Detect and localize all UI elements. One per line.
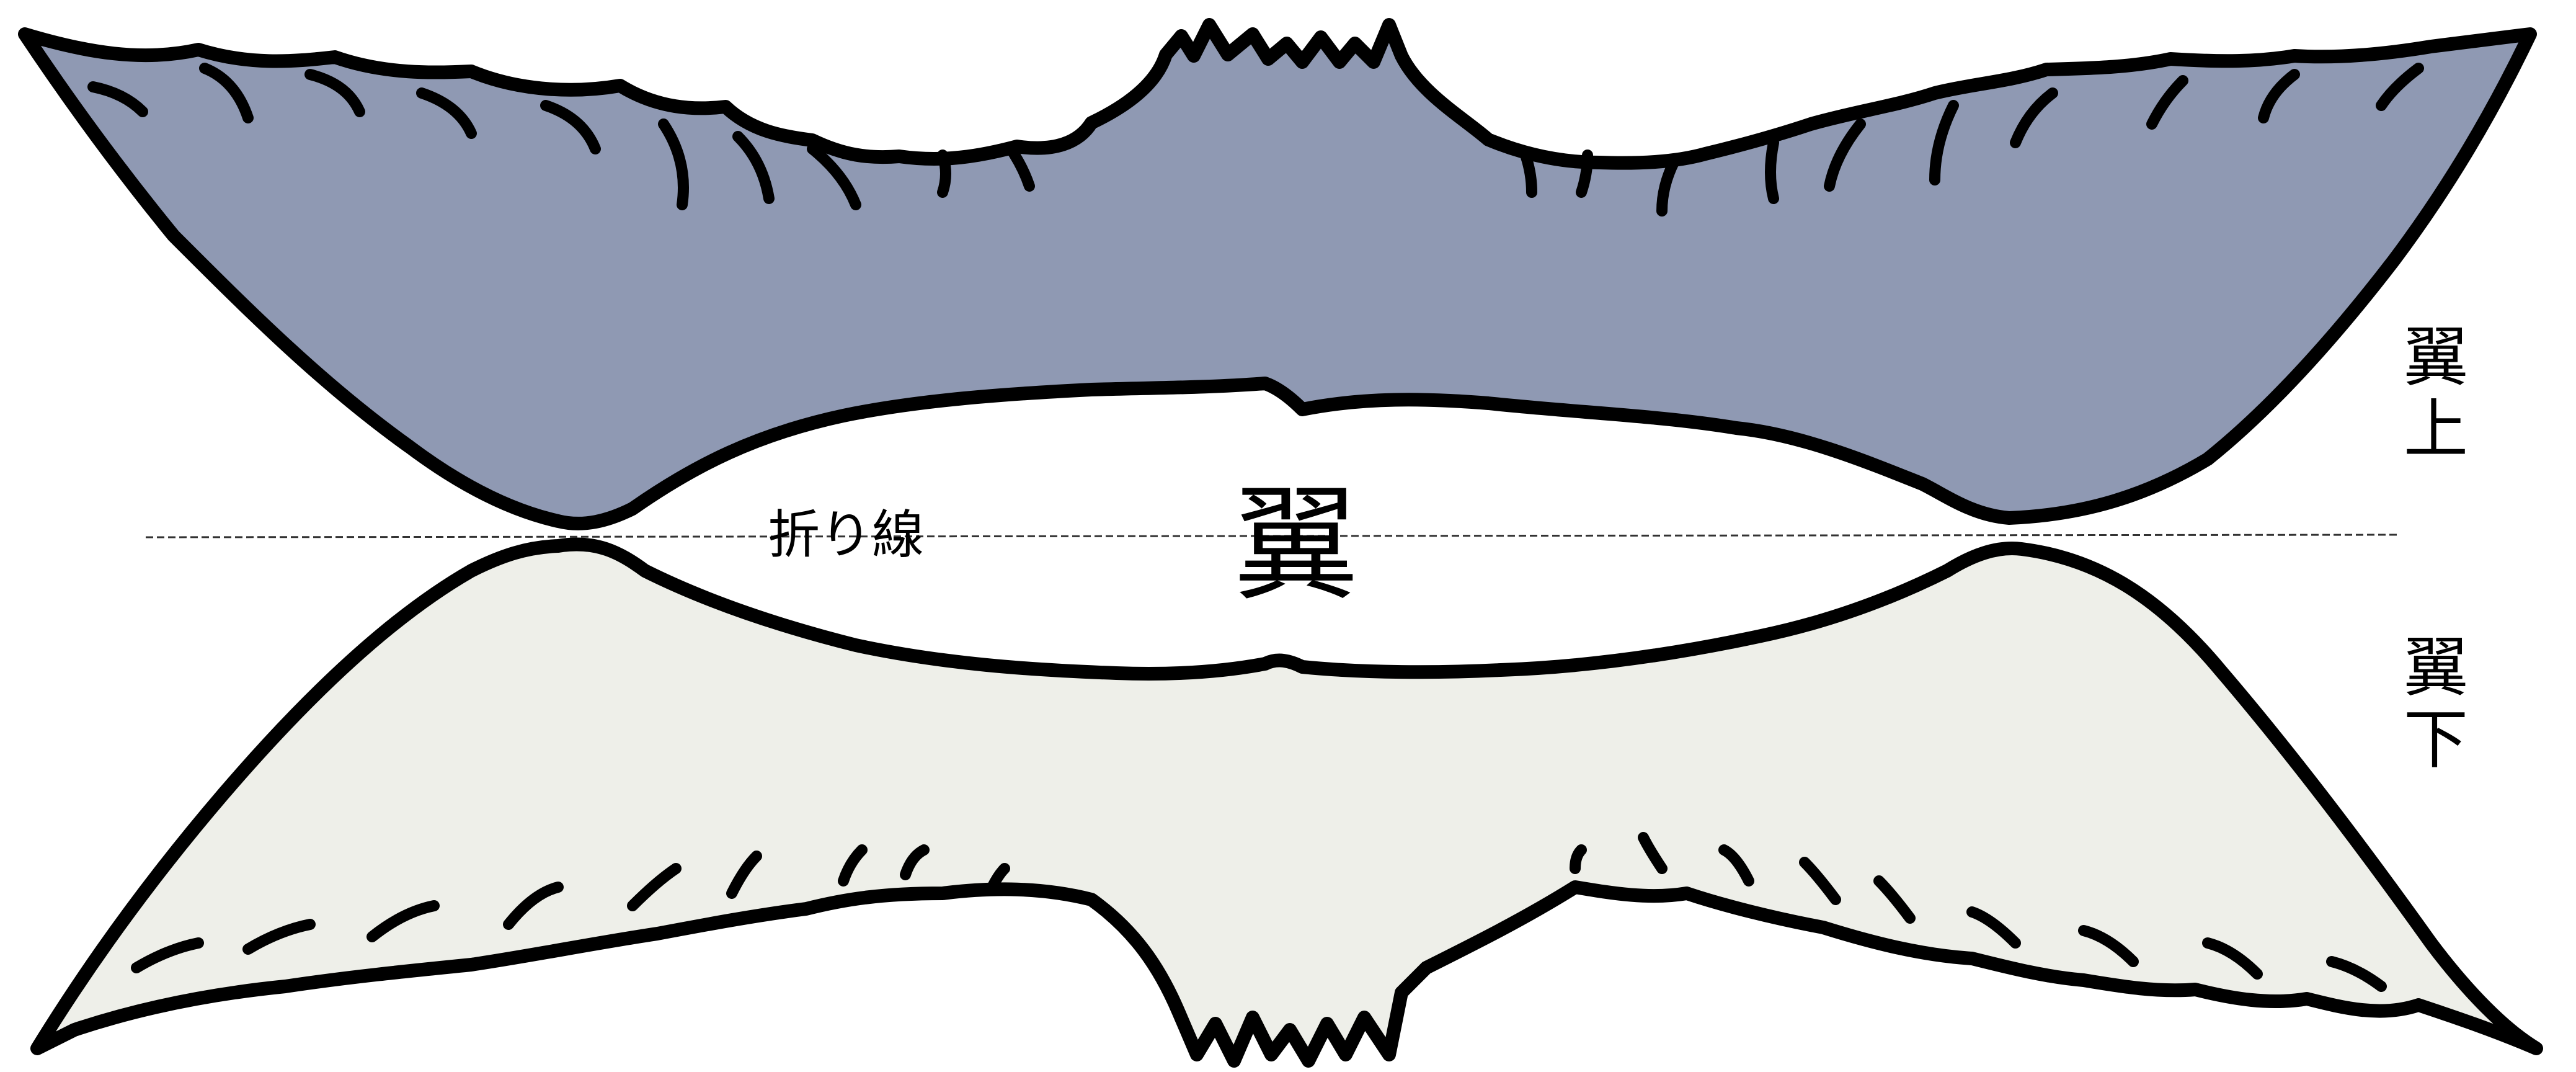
lower-wing: [30, 537, 2543, 1068]
lower-wing-label: 翼 下: [2399, 632, 2473, 776]
fold-line: [145, 534, 2401, 538]
lower-wing-label-char-1: 翼: [2403, 630, 2468, 705]
upper-feather-lines: [87, 63, 2424, 217]
diagram-title: 翼: [1234, 473, 1359, 618]
upper-wing-label-char-1: 翼: [2403, 319, 2468, 395]
upper-wing-label: 翼 上: [2399, 321, 2473, 466]
upper-wing-shape: [18, 18, 2537, 530]
upper-wing-label-char-2: 上: [2403, 391, 2468, 468]
fold-line-label: 折り線: [768, 504, 925, 565]
upper-wing: [18, 18, 2537, 530]
lower-wing-label-char-2: 下: [2403, 702, 2468, 778]
lower-wing-shape: [30, 537, 2543, 1068]
lower-feather-lines: [131, 832, 2387, 992]
